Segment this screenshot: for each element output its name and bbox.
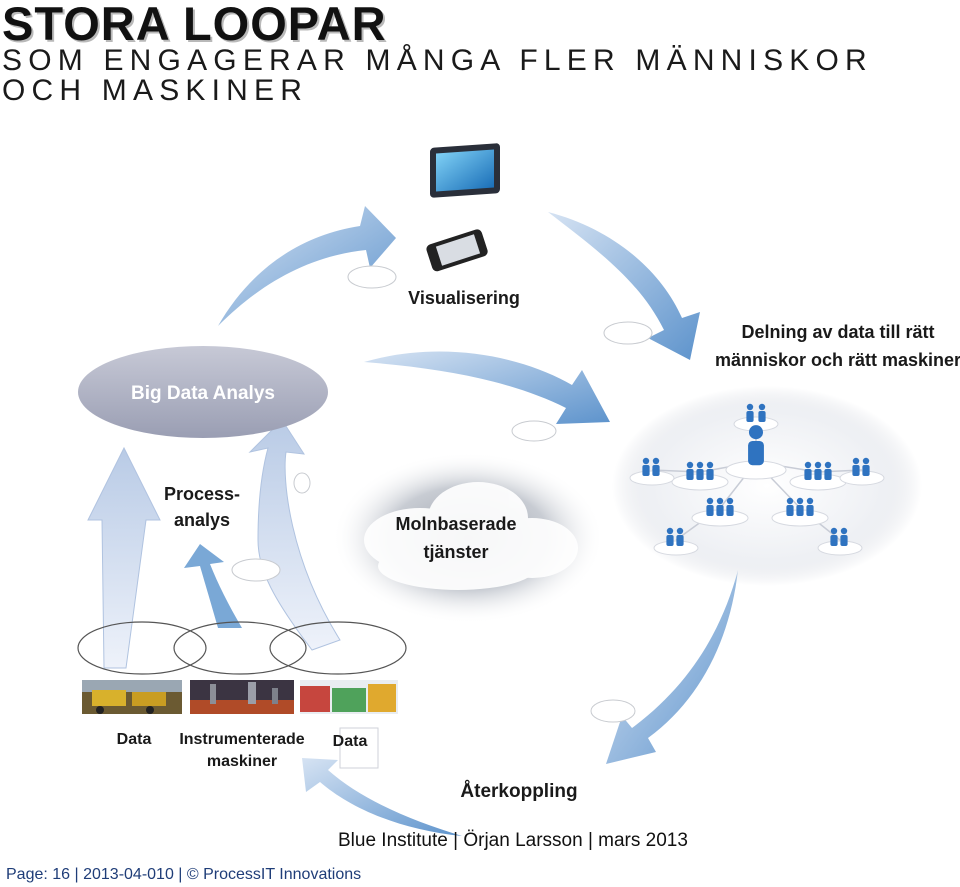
data-ellipse-middle bbox=[173, 621, 307, 675]
page-footer: Page: 16 | 2013-04-010 | © ProcessIT Inn… bbox=[6, 866, 362, 883]
monitor-icon bbox=[430, 143, 500, 198]
instrumenterade-label-line1: Instrumenterade bbox=[179, 731, 304, 748]
instrumenterade-label-line2: maskiner bbox=[207, 753, 277, 770]
data-left-label: Data bbox=[117, 731, 152, 748]
callout-bubble bbox=[293, 472, 311, 494]
people-network-icon bbox=[612, 386, 922, 586]
callout-bubble bbox=[603, 321, 653, 345]
plant-photo bbox=[190, 680, 294, 714]
credit-line: Blue Institute | Örjan Larsson | mars 20… bbox=[338, 830, 688, 851]
big-data-ellipse bbox=[78, 346, 328, 438]
data-ellipse-left bbox=[77, 621, 207, 675]
callout-bubble bbox=[231, 558, 281, 582]
phone-icon bbox=[426, 229, 488, 272]
delning-label-line2: människor och rätt maskiner bbox=[715, 350, 960, 370]
delning-label-line1: Delning av data till rätt bbox=[741, 322, 934, 342]
page-subtitle: SOM ENGAGERAR MÅNGA FLER MÄNNISKOR OCH M… bbox=[2, 44, 873, 107]
arrow-to-visualisering bbox=[218, 206, 396, 326]
data-right-label: Data bbox=[333, 733, 368, 750]
callout-bubble bbox=[347, 265, 397, 289]
arrow-up-right bbox=[248, 419, 341, 651]
aterkoppling-label: Återkoppling bbox=[460, 781, 577, 802]
arrow-up-process bbox=[184, 544, 242, 628]
train-photo bbox=[300, 680, 398, 714]
callout-bubble bbox=[590, 699, 636, 723]
molnbaserade-label-line2: tjänster bbox=[423, 542, 488, 562]
arrow-to-network bbox=[364, 351, 610, 424]
callout-bubble bbox=[511, 420, 557, 442]
visualisering-label: Visualisering bbox=[408, 288, 520, 308]
arrow-to-data bbox=[302, 758, 462, 836]
cloud-icon bbox=[332, 452, 604, 624]
data-right-note bbox=[339, 727, 379, 769]
processanalys-label-line2: analys bbox=[174, 510, 230, 530]
big-data-label: Big Data Analys bbox=[131, 383, 275, 404]
page-title: STORA LOOPAR bbox=[2, 0, 387, 50]
arrow-up-left bbox=[87, 446, 161, 669]
data-ellipse-right bbox=[269, 621, 407, 675]
molnbaserade-label-line1: Molnbaserade bbox=[395, 514, 516, 534]
processanalys-label-line1: Process- bbox=[164, 484, 240, 504]
arrow-down-aterkoppling bbox=[606, 570, 738, 764]
trucks-photo bbox=[82, 680, 182, 714]
arrow-to-delning bbox=[548, 212, 700, 360]
